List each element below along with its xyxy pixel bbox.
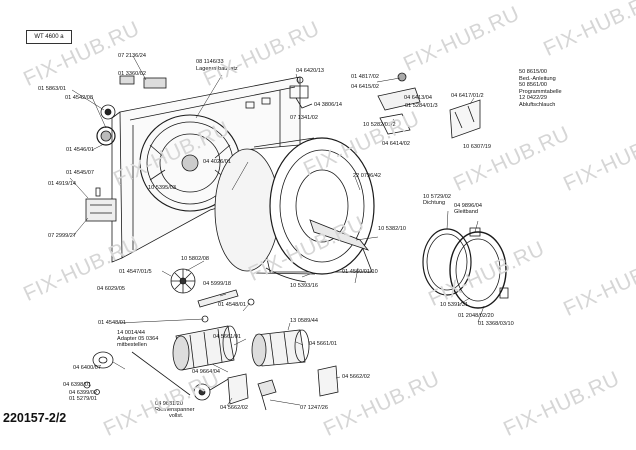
part-label: 08 1146/33 [196,59,224,65]
part-label: 10 5393/16 [290,283,318,289]
part-label: 04 5999/18 [203,281,231,287]
part-label: 04 5661/01 [213,334,241,340]
part-label: 04 6400/07 [73,365,101,371]
part-label: Lagerumbausatz [196,66,238,72]
note-line: 50 8615/00 [519,69,547,75]
part-label: 01 4546/01 [66,147,94,153]
part-label: 01 4548/01 [218,302,246,308]
note-line: Programmtabelle [519,88,562,95]
part-label: 01 5284/01/3 [405,103,438,109]
part-label: 07 1341/02 [290,115,318,121]
part-label: Adapter 05 0364 [117,336,159,342]
part-label: 01 4547/01/5 [119,269,152,275]
note-line: 12 0422/29 [519,95,547,102]
part-label: Riemenspanner [155,407,195,413]
part-label: 04 6029/05 [97,286,125,292]
part-label: 01 3368/03/10 [478,321,514,327]
part-label: 13 0589/44 [290,318,318,324]
part-label: 01 4545/07 [66,170,94,176]
part-label: 10 5802/08 [181,256,209,262]
model-label: WT 4600 a [26,30,72,44]
part-label: 10 5382/10 [378,226,406,232]
part-label: mitbestellen [117,342,147,348]
part-label: 04 6417/01/2 [451,93,484,99]
part-label: 01 5279/01 [69,396,97,402]
part-label: 01 4542/08 [65,95,93,101]
drum [214,137,375,283]
part-label: Dichtung [423,200,446,206]
fan-and-shaft [170,268,255,323]
part-label: 10 5395/03 [148,185,176,191]
part-label: 01 5863/01 [38,86,66,92]
part-label: 04 6414/02 [382,141,410,147]
part-label: 04 6413/04 [404,95,432,101]
lower-parts [83,351,339,411]
part-label: 04 6415/02 [351,84,379,90]
part-label: 04 4026/01 [203,159,231,165]
leader-lines [69,55,485,407]
part-label: 04 6399/02 [69,390,97,396]
left-small-parts [85,104,117,222]
part-label: 04 5662/02 [220,405,248,411]
part-label: 01 4919/14 [48,181,76,187]
part-label: 04 6398/01 [63,382,91,388]
part-label: 10 5282/01/2 [363,122,396,128]
part-label: 01 4817/02 [351,74,379,80]
part-label: 07 2136/24 [118,53,146,59]
part-label: 10 5391/31 [440,302,468,308]
side-notes: 50 8615/00 Bed.-Anleitung 50 8561/00 Pro… [519,69,562,109]
part-label: 04 9664/04 [192,369,220,375]
part-label: 04 9896/04 [454,203,482,209]
part-label: 04 9631/20 [155,401,183,407]
part-label: 01 3360/02 [118,71,146,77]
part-label: 04 6420/13 [296,68,324,74]
part-label: 01 2048/02/20 [458,313,494,319]
part-label: 04 5662/02 [342,374,370,380]
note-line: 50 8561/00 [519,82,547,89]
document-number: 220157-2/2 [3,411,67,425]
part-label: Gleitband [454,209,478,215]
part-label: 14 0014/44 [117,330,145,336]
part-label: 07 1247/26 [300,405,328,411]
part-label: 01 4560/01/10 [342,269,378,275]
note-line: Bed.-Anleitung [519,75,556,82]
part-label: 10 5729/02 [423,194,451,200]
top-components [119,72,481,139]
part-label: vollst. [169,413,184,419]
part-label: 07 2999/27 [48,233,76,239]
part-label: 22 0796/42 [353,173,381,179]
rear-bearing-ring [139,114,241,212]
part-label: 04 3806/14 [314,102,342,108]
motors [172,325,310,371]
part-label: 10 6307/19 [463,144,491,150]
note-line: Abluftschlauch [519,101,556,108]
part-label: 01 4548/01 [98,320,126,326]
part-label: 04 5661/01 [309,341,337,347]
